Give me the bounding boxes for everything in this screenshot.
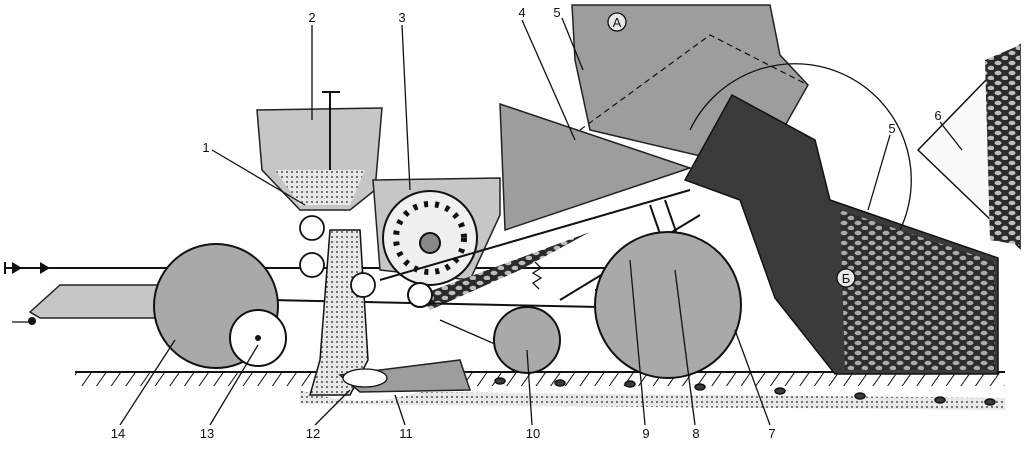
covering-disc [338,359,472,393]
callout-14: 14 [111,426,125,441]
furrow-tubers [300,377,1005,410]
loading-truck [916,43,1021,250]
callout-1: 1 [202,140,209,155]
callout-10: 10 [526,426,540,441]
callout-4: 4 [518,5,525,20]
feeding-hopper [499,102,693,232]
callout-13: 13 [200,426,214,441]
callout-11: 11 [399,426,413,441]
planting-drum [372,177,590,310]
furrow-opener [299,215,376,396]
leader-lines [119,17,963,426]
callout-6: 6 [934,108,941,123]
callout-9: 9 [642,426,649,441]
callout-3: 3 [398,10,405,25]
callout-7: 7 [768,426,775,441]
hopper-b: Б [683,63,999,375]
fertilizer-hopper [256,91,383,211]
land-wheel-13 [229,309,287,367]
callout-8: 8 [692,426,699,441]
callout-2: 2 [308,10,315,25]
hopper-a-label: А [613,15,622,30]
callout-5-right: 5 [888,121,895,136]
press-wheel-10 [493,306,561,374]
callout-5-top: 5 [553,5,560,20]
press-roller [407,282,433,308]
callout-12: 12 [306,426,320,441]
rear-wheel-7 [594,231,742,379]
hopper-b-label: Б [842,271,851,286]
callout-labels: 1 2 3 4 5 5 6 7 8 9 10 11 12 13 14 [111,5,942,441]
